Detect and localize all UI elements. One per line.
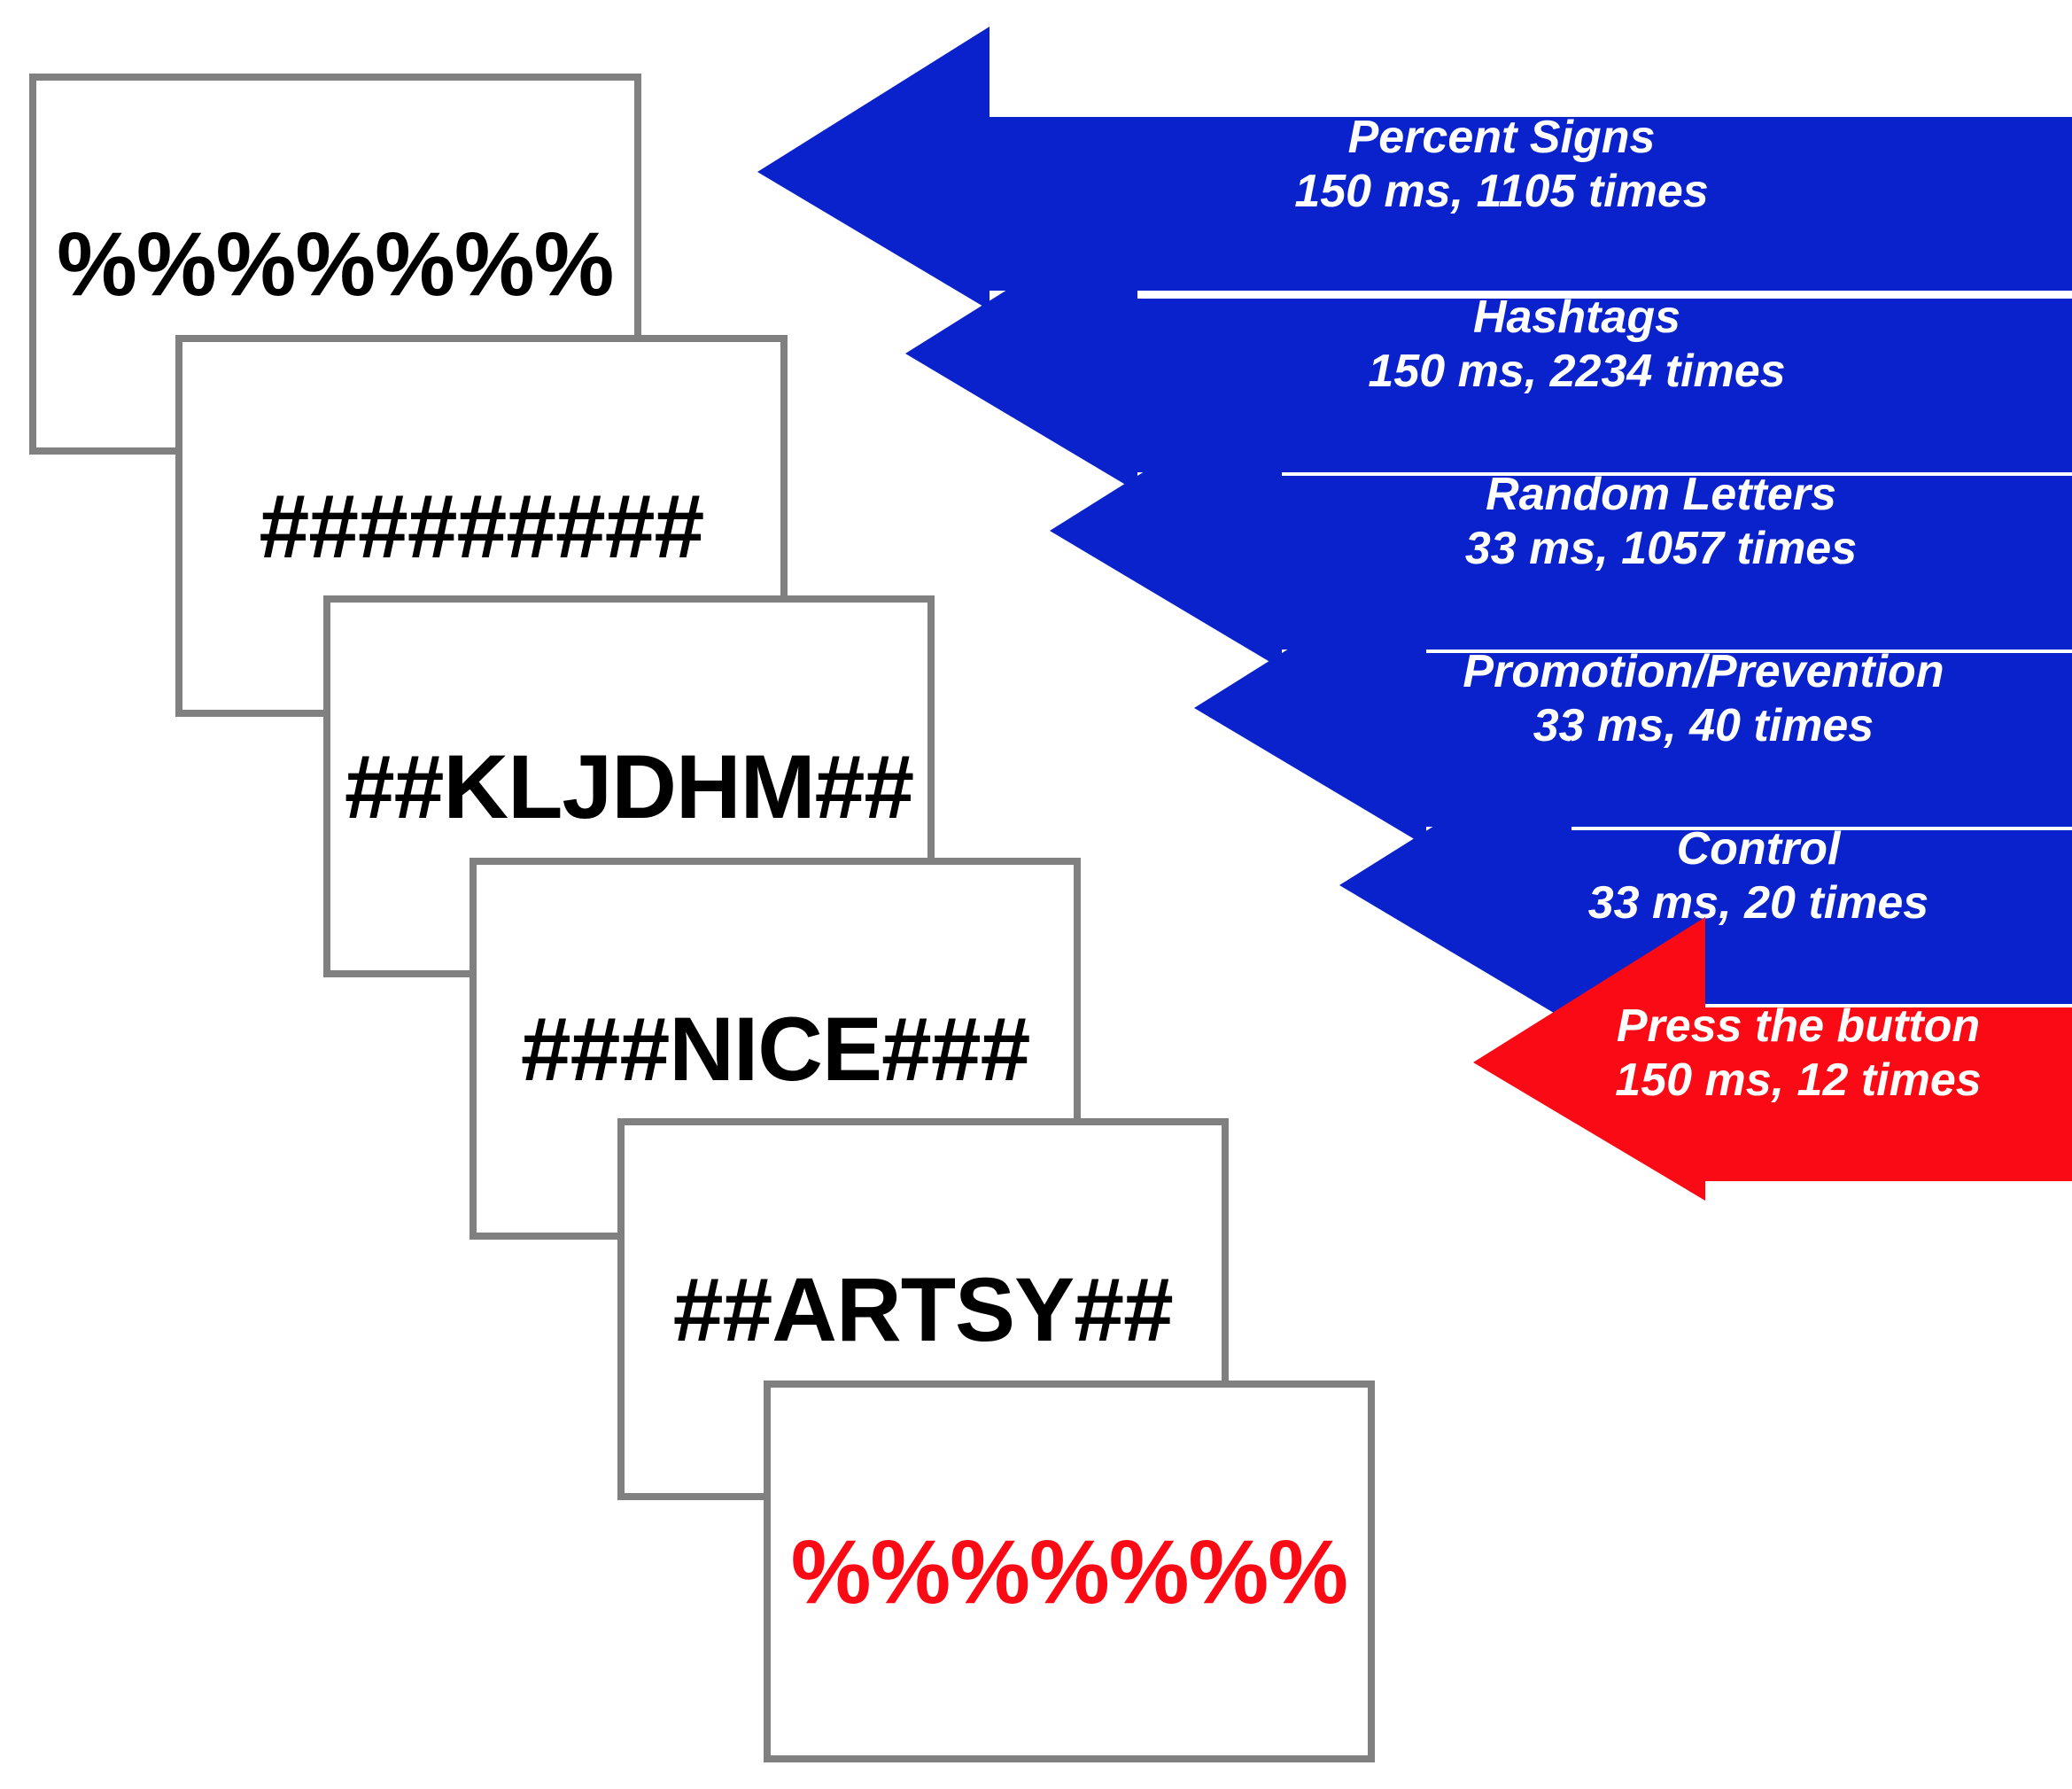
arrow-hashtags-shape — [905, 208, 2072, 492]
arrow-percent-signs — [757, 18, 2072, 310]
arrow-promotion-prevention-shape — [1194, 563, 2072, 846]
card-stimulus-text: ##ARTSY## — [672, 1258, 1174, 1360]
card-response: %%%%%%% — [763, 1381, 1376, 1762]
card-stimulus-text: ###NICE### — [520, 998, 1030, 1100]
arrow-control-shape — [1339, 740, 2072, 1023]
card-stimulus-text: %%%%%%% — [57, 213, 614, 315]
arrow-press-the-button — [1473, 908, 2072, 1201]
card-stimulus-text: ##KLJDHM## — [344, 735, 914, 837]
card-stimulus-text: ######### — [259, 475, 704, 577]
arrow-promotion-prevention — [1194, 554, 2072, 846]
arrow-press-the-button-shape — [1473, 917, 2072, 1201]
arrow-percent-signs-shape — [757, 27, 2072, 310]
arrow-random-letters — [1050, 377, 2072, 669]
arrow-hashtags — [905, 199, 2072, 492]
arrow-random-letters-shape — [1050, 385, 2072, 669]
card-stimulus-text: %%%%%%% — [790, 1521, 1348, 1622]
arrow-control — [1339, 731, 2072, 1023]
